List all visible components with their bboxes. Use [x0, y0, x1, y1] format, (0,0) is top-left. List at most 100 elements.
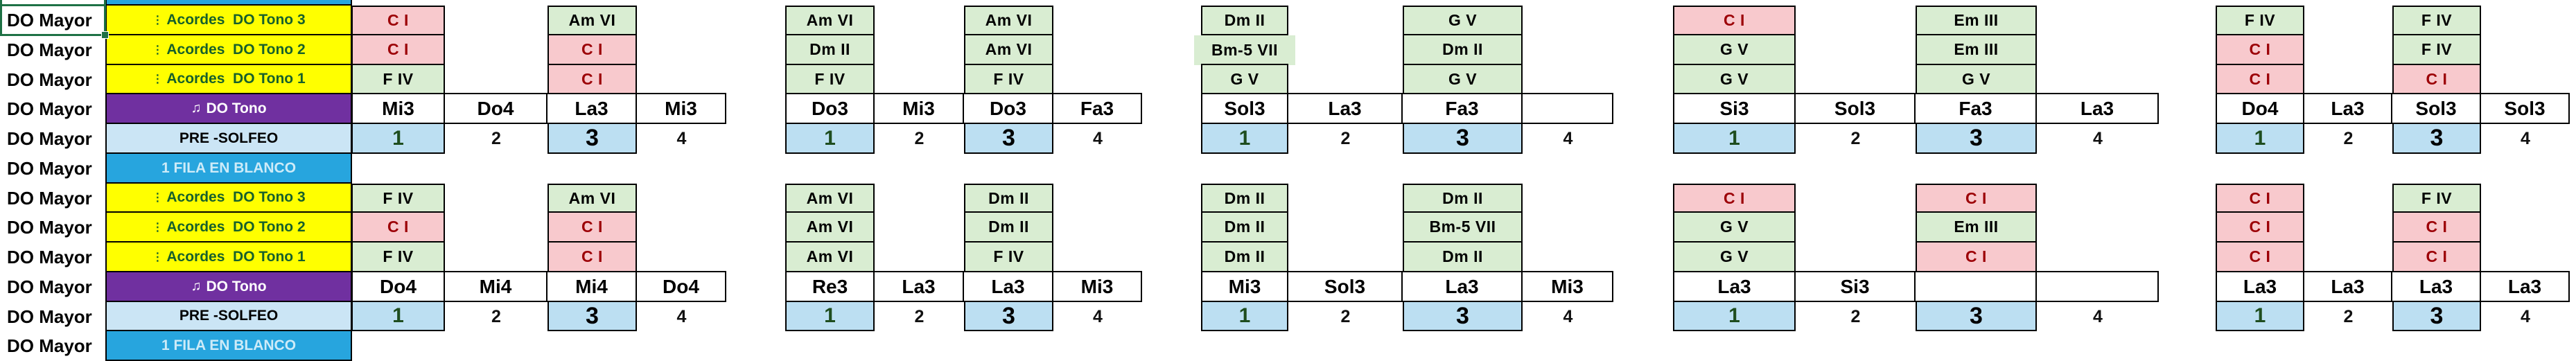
note-cell[interactable]: Si3 — [1673, 93, 1796, 124]
beat-cell[interactable]: 3 — [547, 301, 637, 331]
beat-cell[interactable]: 4 — [676, 306, 687, 326]
note-cell[interactable]: La3 — [2216, 271, 2304, 302]
key-cell[interactable]: DO Mayor — [0, 331, 105, 361]
note-cell[interactable]: Do3 — [963, 93, 1053, 124]
key-cell[interactable]: DO Mayor — [0, 154, 105, 184]
beat-cell[interactable]: 1 — [1673, 301, 1796, 331]
chord-cell[interactable]: Am VI — [964, 34, 1053, 65]
key-cell[interactable]: DO Mayor — [0, 65, 105, 94]
chord-cell[interactable]: C I — [351, 34, 445, 65]
chord-cell[interactable]: Dm II — [1201, 6, 1288, 35]
chord-cell[interactable]: C I — [1916, 184, 2037, 213]
key-cell[interactable]: DO Mayor — [0, 184, 105, 213]
chord-cell[interactable]: F IV — [2216, 6, 2304, 35]
chord-cell[interactable]: Em III — [1916, 211, 2037, 243]
beat-cell[interactable]: 4 — [2093, 129, 2103, 148]
chord-cell[interactable]: Am VI — [785, 6, 875, 35]
chord-cell[interactable]: G V — [1916, 64, 2037, 94]
beat-cell[interactable]: 3 — [547, 123, 637, 154]
chord-cell[interactable]: G V — [1403, 6, 1523, 35]
chord-cell[interactable]: F IV — [964, 64, 1053, 94]
chord-cell[interactable]: C I — [2216, 211, 2304, 243]
beat-cell[interactable]: 3 — [964, 301, 1053, 331]
beat-cell[interactable]: 4 — [1093, 129, 1103, 148]
note-cell[interactable]: Fa3 — [1052, 93, 1142, 124]
chord-cell[interactable]: Am VI — [547, 6, 637, 35]
beat-cell[interactable]: 2 — [914, 306, 925, 326]
beat-cell[interactable]: 1 — [2216, 123, 2304, 154]
chord-cell[interactable]: C I — [2216, 241, 2304, 272]
chord-cell[interactable]: Dm II — [1201, 211, 1288, 243]
beat-cell[interactable]: 4 — [2521, 306, 2530, 326]
note-cell[interactable]: Mi3 — [1052, 271, 1142, 302]
beat-cell[interactable]: 4 — [1563, 306, 1573, 326]
note-cell[interactable]: Do4 — [636, 271, 726, 302]
row-label-tono1[interactable]: ⋮Acordes DO Tono 1 — [105, 241, 352, 272]
chord-cell[interactable]: Dm II — [1403, 184, 1523, 213]
chord-cell[interactable]: F IV — [964, 241, 1053, 272]
beat-cell[interactable]: 2 — [2343, 129, 2354, 148]
chord-cell[interactable]: C I — [547, 241, 637, 272]
beat-cell[interactable]: 2 — [491, 306, 501, 326]
note-cell[interactable]: Do3 — [785, 93, 875, 124]
beat-cell[interactable]: 2 — [2343, 306, 2354, 326]
chord-cell[interactable]: F IV — [785, 64, 875, 94]
row-label-tono2[interactable]: ⋮Acordes DO Tono 2 — [105, 34, 352, 65]
beat-cell[interactable]: 1 — [785, 301, 875, 331]
beat-cell[interactable]: 2 — [1850, 306, 1861, 326]
note-cell[interactable]: La3 — [2035, 93, 2159, 124]
chord-cell[interactable]: G V — [1673, 34, 1796, 65]
beat-cell[interactable]: 1 — [1201, 123, 1288, 154]
key-cell[interactable]: DO Mayor — [0, 213, 105, 243]
chord-cell[interactable]: Am VI — [964, 6, 1053, 35]
beat-cell[interactable]: 3 — [1916, 123, 2037, 154]
beat-cell[interactable]: 4 — [1093, 306, 1103, 326]
chord-cell[interactable]: C I — [547, 211, 637, 243]
note-cell[interactable]: Mi4 — [444, 271, 547, 302]
note-cell[interactable]: Mi3 — [636, 93, 726, 124]
beat-cell[interactable]: 3 — [1403, 123, 1523, 154]
row-label-tono3[interactable]: ⋮Acordes DO Tono 3 — [105, 4, 352, 35]
beat-cell[interactable]: 4 — [2521, 129, 2530, 148]
chord-cell[interactable]: Am VI — [785, 184, 875, 213]
key-cell[interactable]: DO Mayor — [0, 243, 105, 272]
row-label-tono2[interactable]: ⋮Acordes DO Tono 2 — [105, 211, 352, 243]
row-label-tono[interactable]: ♫DO Tono — [105, 93, 352, 124]
beat-cell[interactable]: 1 — [2216, 301, 2304, 331]
chord-cell[interactable]: F IV — [351, 184, 445, 213]
beat-cell[interactable]: 2 — [491, 129, 501, 148]
chord-cell[interactable]: Bm-5 VII — [1403, 211, 1523, 243]
note-cell[interactable]: La3 — [1673, 271, 1796, 302]
chord-cell[interactable]: C I — [351, 6, 445, 35]
beat-cell[interactable]: 1 — [351, 301, 445, 331]
row-label-tono1[interactable]: ⋮Acordes DO Tono 1 — [105, 64, 352, 94]
beat-cell[interactable]: 1 — [1201, 301, 1288, 331]
chord-cell[interactable]: C I — [547, 64, 637, 94]
row-label-fila[interactable]: 1 FILA EN BLANCO — [105, 330, 352, 361]
row-label-presolfeo[interactable]: PRE -SOLFEO — [105, 123, 352, 154]
chord-cell[interactable]: Am VI — [785, 211, 875, 243]
note-cell[interactable] — [2035, 271, 2159, 302]
beat-cell[interactable]: 1 — [1673, 123, 1796, 154]
note-cell[interactable]: Sol3 — [1794, 93, 1916, 124]
chord-cell[interactable]: F IV — [351, 241, 445, 272]
beat-cell[interactable]: 3 — [2392, 123, 2481, 154]
key-cell[interactable]: DO Mayor — [0, 6, 105, 35]
note-cell[interactable]: La3 — [2480, 271, 2570, 302]
chord-cell[interactable]: F IV — [2392, 184, 2481, 213]
chord-cell[interactable]: Bm-5 VII — [1194, 35, 1295, 65]
note-cell[interactable]: Mi3 — [873, 93, 964, 124]
note-cell[interactable]: Do4 — [2216, 93, 2304, 124]
beat-cell[interactable]: 3 — [2392, 301, 2481, 331]
note-cell[interactable]: La3 — [2303, 93, 2392, 124]
note-cell[interactable]: Sol3 — [1201, 93, 1288, 124]
chord-cell[interactable]: C I — [2392, 64, 2481, 94]
note-cell[interactable]: Fa3 — [1914, 93, 2037, 124]
beat-cell[interactable]: 3 — [1403, 301, 1523, 331]
key-cell[interactable]: DO Mayor — [0, 302, 105, 331]
note-cell[interactable]: Sol3 — [2391, 93, 2481, 124]
chord-cell[interactable]: C I — [547, 34, 637, 65]
chord-cell[interactable]: C I — [1673, 184, 1796, 213]
note-cell[interactable]: Mi3 — [1201, 271, 1288, 302]
beat-cell[interactable]: 2 — [1850, 129, 1861, 148]
